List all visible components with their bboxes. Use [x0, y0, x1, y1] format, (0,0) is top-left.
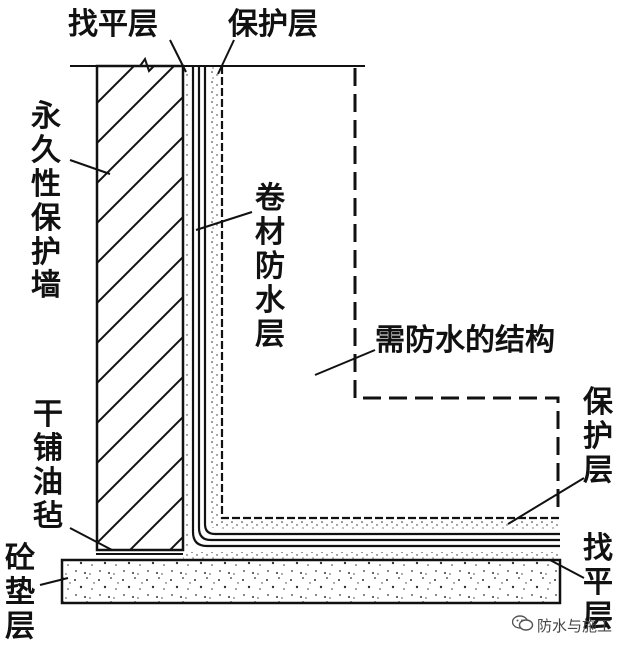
leader-leveling-right [549, 559, 585, 579]
wechat-icon [511, 614, 534, 636]
leader-permanent-wall [69, 159, 111, 175]
watermark-text: 防水与施工 [537, 616, 613, 635]
leader-membrane [195, 211, 253, 231]
leader-structure [314, 349, 376, 376]
protection-layer-vertical [210, 66, 220, 528]
watermark: 防水与施工 [511, 614, 613, 636]
label-protection-right: 保护层 [583, 385, 613, 488]
membrane-line-mid [197, 66, 560, 542]
label-structure: 需防水的结构 [375, 323, 555, 358]
structure-dashed-outline [353, 68, 560, 510]
leader-dry-felt [69, 527, 113, 551]
label-permanent-wall: 永久性保护墙 [31, 99, 61, 304]
leveling-layer-horizontal [183, 552, 560, 560]
protection-layer-edge [220, 66, 560, 520]
leader-leveling-top [169, 39, 187, 73]
concrete-pad [60, 558, 562, 605]
leader-protection-right [507, 477, 585, 525]
label-leveling-right: 找平层 [583, 531, 613, 634]
membrane-line-outer [191, 66, 560, 548]
leader-protection-top [217, 39, 235, 75]
leveling-layer-vertical [183, 66, 191, 554]
leader-concrete-pad [39, 577, 69, 586]
label-membrane: 卷材防水层 [255, 181, 285, 352]
label-concrete-pad: 砼垫层 [5, 541, 35, 644]
label-leveling-top: 找平层 [68, 7, 158, 42]
membrane-line-inner [203, 66, 560, 536]
label-dry-felt: 干铺油毡 [33, 397, 63, 534]
permanent-protective-wall [95, 64, 185, 552]
protection-layer-horizontal [215, 520, 560, 530]
label-protection-top: 保护层 [228, 7, 318, 42]
wall-break-mark [139, 56, 155, 73]
